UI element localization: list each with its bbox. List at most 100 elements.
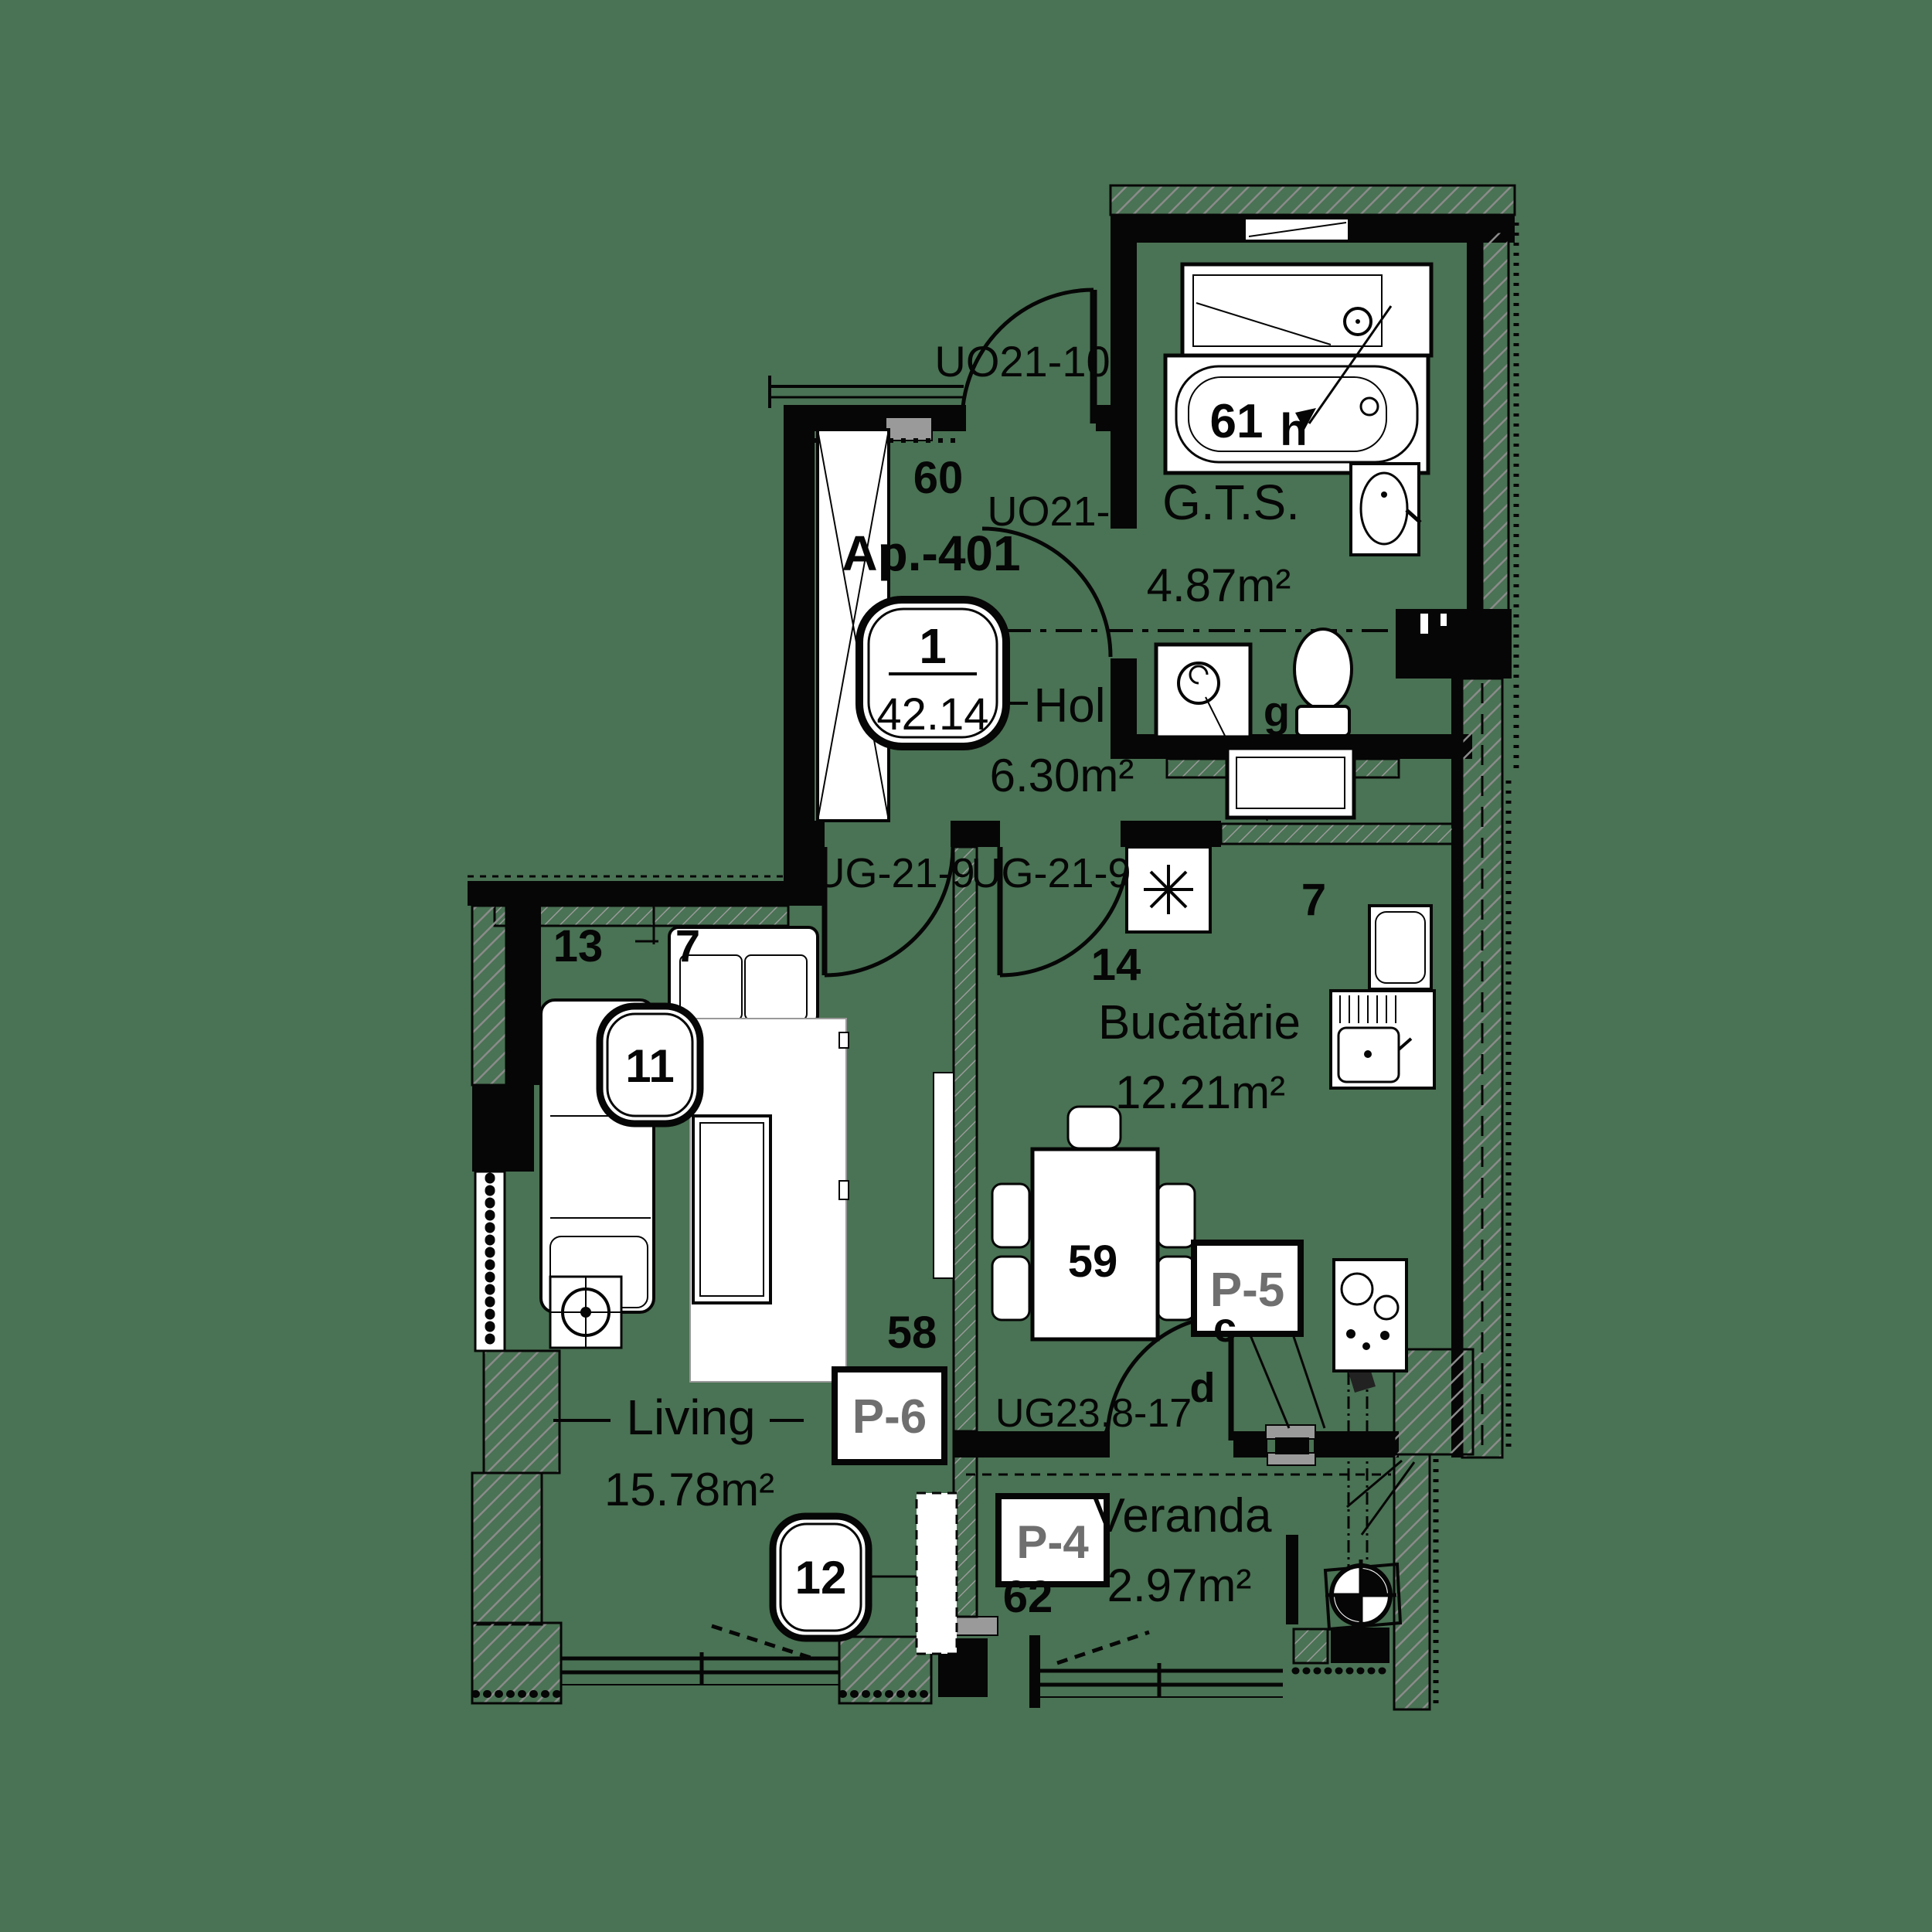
toilet [1293, 628, 1353, 737]
label-gts: G.T.S. [1162, 474, 1300, 530]
entry-door-arc [960, 287, 1094, 422]
partition-panel [933, 1072, 954, 1279]
bathtub [1163, 305, 1430, 475]
label-uo21-8: UO21-8 [987, 488, 1133, 535]
hol-bottom-wall-b [951, 821, 1000, 847]
label-62: 62 [1003, 1572, 1053, 1622]
hol-bottom-wall-a [784, 821, 825, 847]
chimney-mark-1 [1420, 614, 1428, 634]
hol-top-wall [784, 405, 966, 431]
labels: UO21-10 Ap.-401 1 42.14 60 UO21-8 G.T.S.… [553, 337, 1326, 1622]
dining-table [991, 1105, 1196, 1342]
boiler [1125, 845, 1212, 934]
hol-bottom-wall-c [1121, 821, 1221, 847]
tag-box-p6 [832, 1366, 947, 1465]
label-c: c [1213, 1304, 1236, 1351]
veranda-wall-stub [1233, 1431, 1267, 1458]
tag-box-p4 [995, 1493, 1110, 1587]
label-g: g [1264, 687, 1290, 736]
chimney-mark-2 [1440, 614, 1447, 626]
label-hol-area: 6.30m² [990, 750, 1134, 801]
left-wall-column [482, 1349, 561, 1475]
pipe-valve [1349, 1366, 1376, 1393]
right-wall-inner-mid [1451, 679, 1462, 1458]
badge-12 [769, 1512, 917, 1642]
label-61: 61 [1210, 395, 1264, 448]
niche-shelf [1225, 746, 1356, 820]
tag-box-p5 [1191, 1240, 1304, 1337]
label-p6: P-6 [852, 1390, 927, 1444]
floor-drain [1323, 1560, 1403, 1631]
veranda-diag-1 [1346, 1459, 1403, 1509]
kitchen-top-hatch [1219, 822, 1454, 845]
label-d: d [1190, 1365, 1216, 1411]
label-p5: P-5 [1210, 1264, 1284, 1317]
veranda-wall-b [1314, 1431, 1399, 1458]
left-wall-block [472, 1085, 534, 1172]
left-wall-hatch-a [471, 904, 508, 1087]
veranda-corner-sash [1331, 1628, 1389, 1663]
bathroom-west-wall-c [1111, 658, 1137, 737]
label-veranda: Veranda [1094, 1489, 1273, 1543]
badge-11 [596, 1002, 704, 1128]
veranda-window-opening-dash [1056, 1630, 1150, 1665]
right-wall-hatch-bottom [1393, 1453, 1431, 1711]
label-p4: P-4 [1016, 1516, 1089, 1568]
veranda-corner-hatch [1292, 1628, 1329, 1665]
label-12: 12 [795, 1552, 847, 1604]
veranda-window-cap-bottom [1267, 1452, 1316, 1466]
label-60: 60 [913, 453, 964, 503]
veranda-pier [1286, 1535, 1298, 1624]
label-bucatarie-area: 12.21m² [1115, 1066, 1285, 1118]
veranda-window-sash [1275, 1437, 1309, 1454]
hob [1332, 1258, 1408, 1372]
label-uo21-10: UO21-10 [934, 337, 1110, 386]
hol-west-wall [784, 405, 815, 847]
washing-machine [1154, 642, 1268, 821]
junction-bar [1029, 1635, 1040, 1708]
coffee-table [692, 1114, 772, 1304]
label-living: Living [626, 1389, 755, 1445]
label-ug23: UG23,8-17 [995, 1391, 1192, 1436]
bathroom-west-wall-a [1111, 243, 1137, 430]
label-7-kitchen: 7 [1301, 875, 1326, 925]
apartment-area-badge [855, 596, 1010, 750]
label-h: h [1280, 405, 1307, 455]
chimney-block [1396, 609, 1512, 679]
bathroom-top-insulation [1109, 184, 1516, 216]
badge-area: 42.14 [876, 689, 988, 740]
label-ug21-9-left: UG-21-9 [815, 850, 975, 896]
label-58: 58 [887, 1308, 937, 1358]
label-7-living: 7 [675, 921, 700, 971]
bathroom-sink [1349, 462, 1422, 556]
entry-sill-block [885, 417, 933, 441]
label-14: 14 [1091, 940, 1141, 990]
label-ug21-9-right: UG-21-9 [971, 850, 1131, 896]
label-bucatarie: Bucătărie [1098, 996, 1301, 1049]
fridge [1368, 904, 1433, 991]
tv-cabinet [915, 1492, 958, 1655]
label-13: 13 [553, 921, 604, 971]
bathroom-west-wall-b [1111, 430, 1137, 529]
fixtures [539, 262, 1436, 1655]
left-wall-hatch-b [471, 1471, 543, 1626]
living-top-hatch [493, 904, 790, 927]
label-hol: Hol [1033, 679, 1105, 733]
floor-lamp [549, 1275, 623, 1349]
bathroom-counter [1180, 262, 1434, 358]
bathroom-door-arc [981, 526, 1113, 658]
label-living-area: 15.78m² [604, 1464, 774, 1515]
living-door-arc [824, 846, 955, 978]
veranda-wall-a [954, 1431, 1110, 1458]
label-apartment: Ap.-401 [842, 526, 1020, 581]
right-wall-inner-top [1467, 215, 1482, 632]
kitchen-sink [1329, 989, 1436, 1090]
right-wall-hatch-top [1481, 230, 1510, 629]
badge-number: 1 [919, 618, 947, 674]
bottom-left-column [471, 1621, 563, 1705]
label-gts-area: 4.87m² [1147, 560, 1291, 611]
left-wall-inner-a [506, 906, 541, 1085]
veranda-window-cap-top [1265, 1424, 1316, 1440]
